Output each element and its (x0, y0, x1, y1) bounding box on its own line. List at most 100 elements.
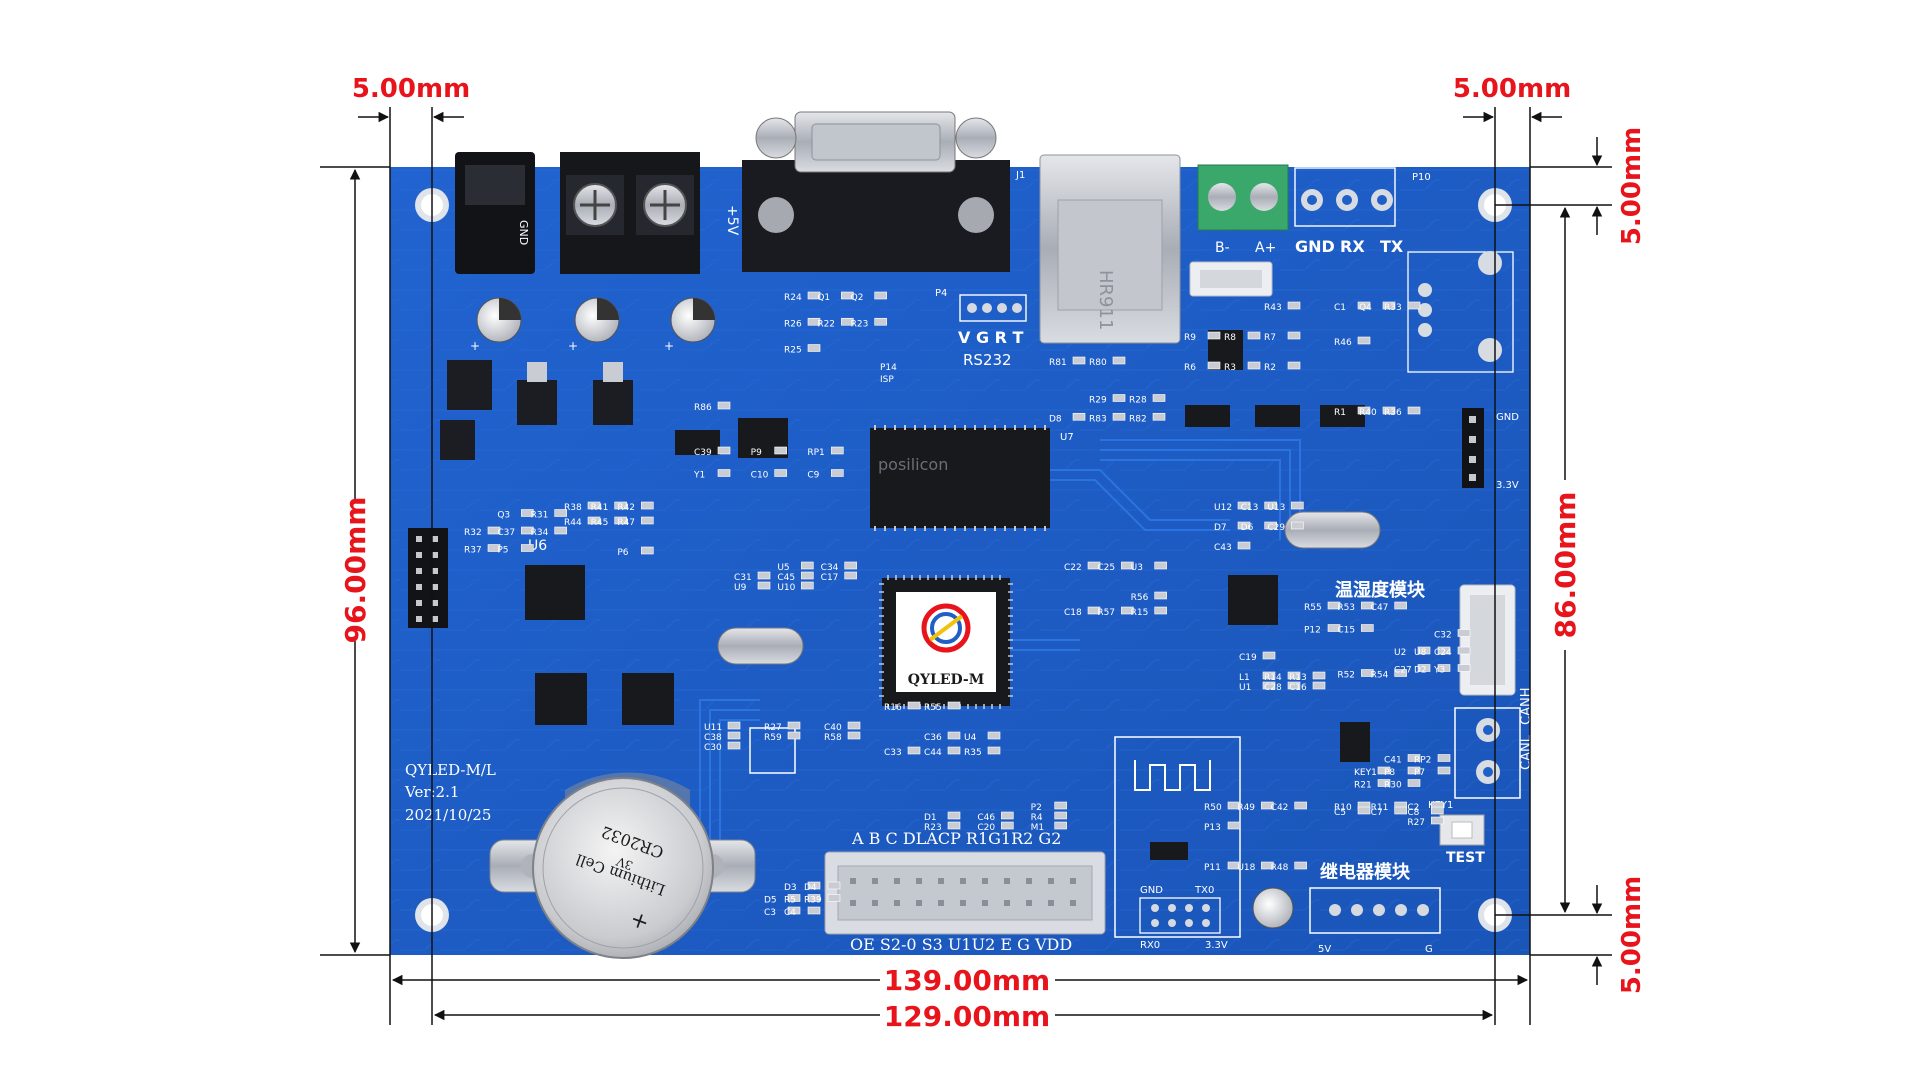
smd-pad (841, 317, 854, 326)
rs485-b-label: B- (1215, 240, 1230, 256)
svg-text:+: + (568, 339, 578, 353)
component-designator: C27 (1394, 666, 1412, 676)
component-designator: C1 (1334, 303, 1346, 313)
smd-pad (614, 516, 627, 525)
smd-pad (1054, 801, 1067, 810)
smd-pad (774, 446, 787, 455)
smd-pad (1262, 671, 1276, 680)
dim-board-height: 96.00mm (339, 497, 372, 644)
smd-pad (787, 894, 801, 902)
p10-label: P10 (1412, 172, 1431, 183)
rs232-header: V G R T RS232 P4 P14 ISP (880, 288, 1027, 385)
component-designator: R29 (1089, 396, 1107, 406)
ram-brand: posilicon (878, 455, 948, 474)
smd-pad (831, 469, 844, 477)
smd-pad (521, 509, 534, 517)
component-designator: R28 (1129, 396, 1147, 406)
smd-pad (487, 544, 501, 552)
smd-pad (787, 721, 801, 730)
component-designator: R8 (1224, 333, 1236, 343)
component-designator: C28 (1264, 683, 1282, 693)
smd-pad (1247, 331, 1261, 340)
smd-pad (1294, 801, 1307, 810)
smd-pad (807, 906, 821, 915)
green-terminal-rs485 (1197, 164, 1289, 231)
smd-pad (1087, 606, 1101, 615)
smd-pad (614, 501, 627, 510)
component-designator: C47 (1371, 603, 1389, 613)
smd-pad (1112, 394, 1126, 402)
component-designator: U11 (704, 723, 722, 733)
trace-bundle (699, 439, 1301, 840)
component-designator: R13 (1289, 673, 1307, 683)
component-designator: Q2 (851, 293, 864, 303)
component-designator: C2 (1407, 803, 1419, 813)
component-designator: D5 (764, 896, 777, 906)
relay-header: 继电器模块 5V G (1309, 861, 1441, 955)
smd-pad (1262, 681, 1276, 690)
p9-gnd-label: GND (1496, 412, 1519, 423)
component-designator: D1 (924, 813, 937, 823)
p4-label: P4 (935, 288, 947, 299)
smd-pad (1247, 361, 1261, 370)
pcb-board: GND +5V J1 HR911 (390, 111, 1534, 959)
component-designator: C16 (1289, 683, 1307, 693)
component-designator: C18 (1064, 608, 1082, 618)
smd-pad (1457, 629, 1471, 637)
smd-pad (1054, 811, 1067, 820)
component-designator: R57 (1097, 608, 1115, 618)
smd-pad (727, 721, 741, 730)
component-designator: R42 (617, 503, 635, 513)
component-designator: R10 (1334, 803, 1352, 813)
component-designator: Q4 (1359, 303, 1372, 313)
smd-pad (1357, 336, 1371, 345)
smd-pad (521, 526, 534, 535)
wifi-tx-label: TX0 (1194, 885, 1214, 896)
smd-pad (947, 701, 961, 710)
component-designator: U9 (734, 583, 747, 593)
smd-pad (1287, 331, 1301, 340)
smd-pad (641, 546, 654, 555)
smd-pad (1431, 806, 1444, 815)
smd-pad (947, 746, 961, 755)
component-designator: R80 (1089, 358, 1107, 368)
component-designator: P9 (751, 448, 762, 458)
smd-pad (1407, 779, 1421, 787)
temp-humidity-header: 温湿度模块 (1335, 579, 1516, 696)
component-designator: D7 (1214, 523, 1227, 533)
component-designator: R41 (591, 503, 609, 513)
smd-pad (847, 721, 861, 730)
smd-pad (1431, 816, 1444, 825)
component-designator: L1 (1239, 673, 1250, 683)
uart-gnd-label: GND (1295, 237, 1335, 256)
smd-pad (757, 571, 771, 580)
component-designator: C44 (924, 748, 942, 758)
smd-pad (1407, 766, 1421, 775)
smd-pad (717, 401, 731, 410)
smd-pad (987, 731, 1001, 740)
component-designator: R49 (1237, 803, 1255, 813)
component-designator: C34 (821, 563, 839, 573)
component-designator: C42 (1271, 803, 1289, 813)
smd-pad (1261, 861, 1274, 870)
component-designator: Y1 (693, 471, 705, 481)
smd-pad (907, 746, 921, 755)
smd-pad (1417, 646, 1431, 655)
component-designator: R34 (531, 528, 549, 538)
smd-pad (1361, 601, 1374, 610)
wifi-module: GND TX0 RX0 3.3V (1114, 736, 1294, 951)
dim-top-offset: 5.00mm (1617, 127, 1647, 245)
p14-label: P14 (880, 363, 897, 373)
smd-pad (1407, 754, 1421, 762)
smd-pad (1357, 806, 1371, 815)
component-designator: R23 (924, 823, 942, 833)
smd-pad (641, 501, 654, 510)
smd-pad (1437, 664, 1451, 672)
smd-pad (1207, 361, 1221, 370)
p9-3v3-label: 3.3V (1496, 480, 1519, 491)
component-designator: C8 (1407, 808, 1419, 818)
hub-bottom-labels: OE S2-0 S3 U1U2 E G VDD (850, 935, 1072, 954)
component-designator: P6 (617, 548, 628, 558)
